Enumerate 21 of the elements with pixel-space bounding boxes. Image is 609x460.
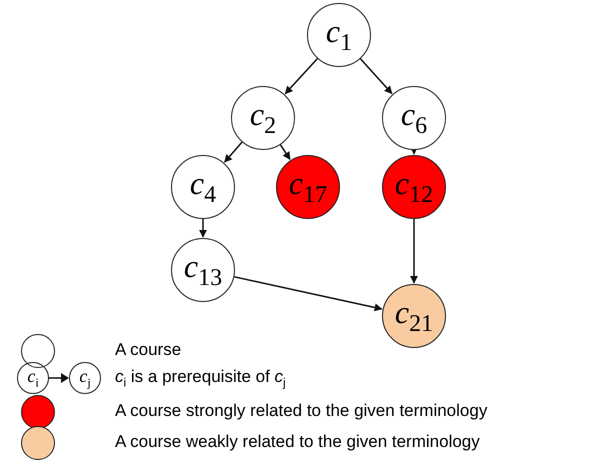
course-circle: c$_{6}$ (382, 86, 446, 150)
course-circle: c$_{2}$ (231, 86, 295, 150)
course-circle: c$_{12}$ (382, 155, 446, 219)
legend-text: c$_{i}$ is a prerequisite of c$_{j}$ (115, 367, 286, 390)
sample-course-circle: c$_{i}$ (17, 362, 49, 394)
course-circle: c$_{21}$ (382, 284, 446, 348)
arrow (284, 58, 318, 94)
arrow (360, 58, 392, 94)
arrow (234, 276, 383, 312)
legend-text: A course (115, 340, 182, 360)
course-circle: c$_{17}$ (276, 155, 340, 219)
arrow (199, 219, 207, 238)
course-circle: c$_{4}$ (171, 155, 235, 219)
legend-text: A course strongly related to the given terminology (115, 401, 488, 421)
arrow (280, 144, 291, 160)
arrow (410, 219, 418, 284)
legend-text: A course weakly related to the given terminology (115, 432, 480, 452)
course-circle: c$_{13}$ (171, 238, 235, 302)
arrow (224, 142, 243, 163)
sample-course-circle: c$_{j}$ (69, 362, 101, 394)
course-circle: c$_{1}$ (307, 3, 371, 67)
